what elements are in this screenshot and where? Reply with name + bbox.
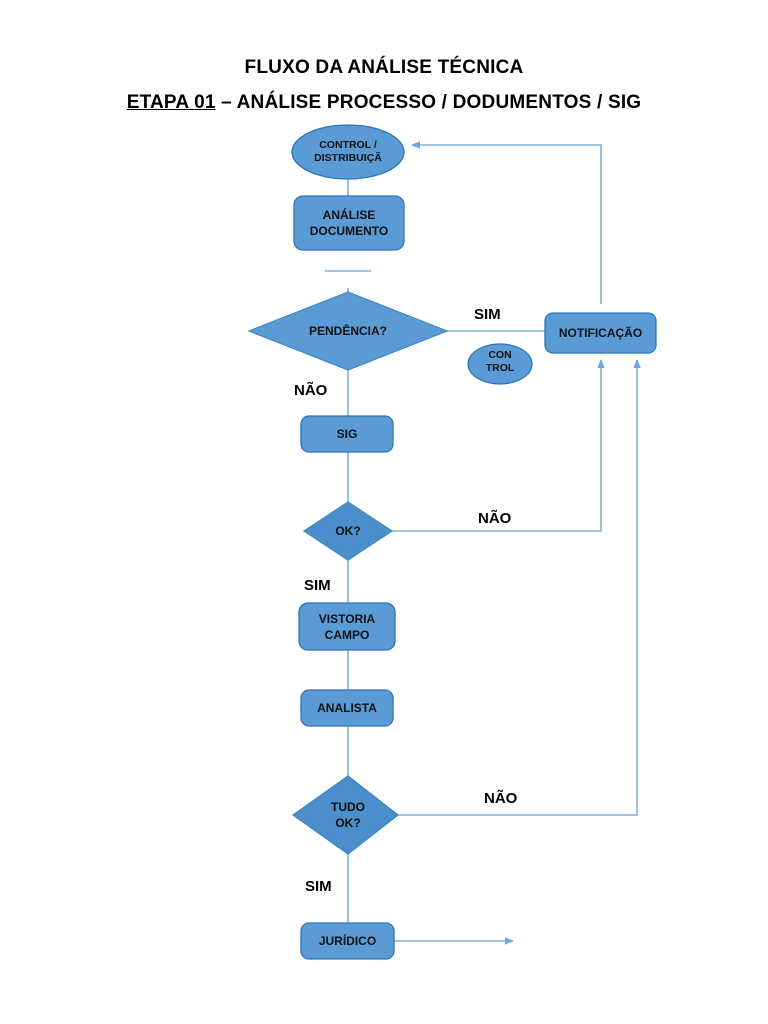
connector-ok-nao (392, 359, 605, 532)
page-title: FLUXO DA ANÁLISE TÉCNICA (244, 57, 524, 78)
node-sig[interactable] (300, 415, 394, 453)
node-controle-small[interactable] (467, 343, 533, 385)
connector-group (325, 141, 641, 945)
edge-label-pendencia-sim: SIM (474, 306, 501, 323)
connector-tudook-nao (398, 359, 641, 816)
edge-label-ok-nao: NÃO (478, 510, 512, 527)
node-ok[interactable] (302, 501, 394, 561)
node-notificacao[interactable] (544, 312, 657, 354)
title-block: FLUXO DA ANÁLISE TÉCNICA ETAPA 01 – ANÁL… (0, 56, 768, 115)
connector-notificacao-to-controle (411, 141, 602, 304)
node-juridico[interactable] (300, 922, 395, 960)
node-analise-documento[interactable] (293, 195, 405, 251)
page-subtitle: ETAPA 01 – ANÁLISE PROCESSO / DODUMENTOS… (0, 91, 768, 115)
node-analista[interactable] (300, 689, 394, 727)
subtitle-stage-label: ETAPA 01 (126, 92, 216, 113)
node-pendencia[interactable] (247, 291, 449, 371)
edge-label-ok-sim: SIM (304, 577, 331, 594)
edge-label-tudo-ok-sim: SIM (305, 878, 332, 895)
node-vistoria-campo[interactable] (298, 602, 396, 651)
node-tudo-ok[interactable] (291, 775, 399, 855)
edge-label-pendencia-nao: NÃO (294, 382, 328, 399)
node-controle-distribuicao[interactable] (291, 124, 405, 180)
subtitle-rest: – ANÁLISE PROCESSO / DODUMENTOS / SIG (215, 92, 642, 113)
edge-label-tudo-ok-nao: NÃO (484, 790, 518, 807)
